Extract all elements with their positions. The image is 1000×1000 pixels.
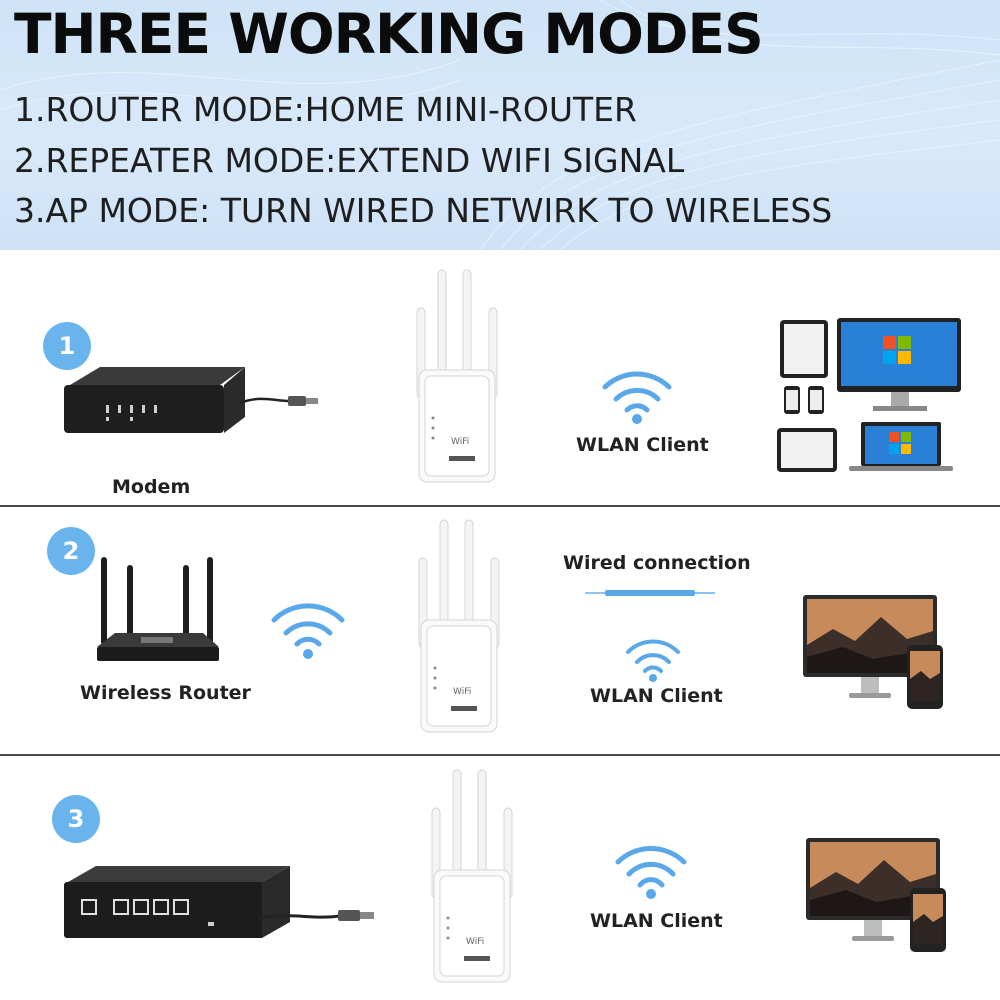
wifi-extender-icon: WiFi xyxy=(416,269,498,483)
wlan-client-label-3: WLAN Client xyxy=(590,910,723,932)
wired-connection-line xyxy=(585,590,715,596)
page-title: THREE WORKING MODES xyxy=(14,2,764,66)
modem-label: Modem xyxy=(112,476,191,498)
section-divider xyxy=(0,754,1000,756)
step-badge-1: 1 xyxy=(43,322,91,370)
wireless-router-icon xyxy=(97,557,219,661)
modem-icon xyxy=(64,367,318,433)
wifi-signal-icon xyxy=(615,846,687,899)
monitor-phone-icon xyxy=(803,595,943,709)
wifi-signal-icon xyxy=(626,639,680,682)
wifi-extender-icon: WiFi xyxy=(431,769,513,983)
wifi-signal-icon xyxy=(602,371,672,424)
mode-line-repeater: 2.REPEATER MODE:EXTEND WIFI SIGNAL xyxy=(14,141,685,180)
extender-brand-text: WiFi xyxy=(451,437,469,447)
wireless-router-label: Wireless Router xyxy=(80,682,251,704)
step-badge-2: 2 xyxy=(47,527,95,575)
extender-brand-text: WiFi xyxy=(466,937,484,947)
client-devices-icon xyxy=(777,318,961,472)
header-banner: THREE WORKING MODES 1.ROUTER MODE:HOME M… xyxy=(0,0,1000,250)
mode-line-router: 1.ROUTER MODE:HOME MINI-ROUTER xyxy=(14,90,637,129)
extender-brand-text: WiFi xyxy=(453,687,471,697)
wifi-signal-icon xyxy=(271,603,345,659)
step-badge-3: 3 xyxy=(52,795,100,843)
mode-line-ap: 3.AP MODE: TURN WIRED NETWIRK TO WIRELES… xyxy=(14,191,833,230)
wave-texture xyxy=(0,0,1000,250)
section-divider xyxy=(0,505,1000,507)
wlan-client-label-2: WLAN Client xyxy=(590,685,723,707)
monitor-phone-icon xyxy=(806,838,946,952)
wifi-extender-icon: WiFi xyxy=(418,519,500,733)
wired-connection-label: Wired connection xyxy=(563,552,751,574)
wlan-client-label-1: WLAN Client xyxy=(576,434,709,456)
ethernet-switch-icon xyxy=(64,866,374,938)
